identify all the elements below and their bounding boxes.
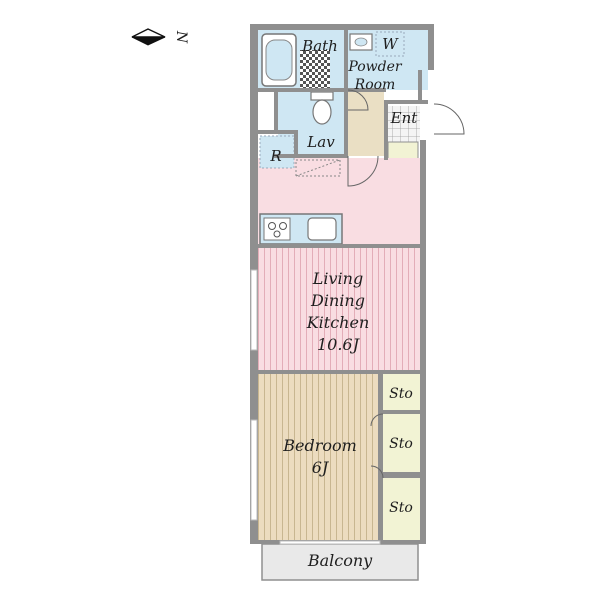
room-label-ldk: Kitchen: [306, 313, 370, 332]
room-label-balcony: Balcony: [307, 551, 373, 570]
compass: N: [131, 28, 189, 46]
stove-burner: [268, 222, 276, 230]
compass-arrow-icon: [131, 28, 166, 38]
room-label-washer: W: [382, 35, 399, 53]
room-label-bath: Bath: [301, 37, 338, 55]
ldk-floor: [258, 248, 420, 370]
room-label-refrigerator: R: [269, 147, 281, 165]
compass-arrow-fill: [131, 36, 166, 46]
kitchen-sink: [307, 217, 337, 241]
toilet-bowl: [312, 99, 332, 125]
room-label-entrance: Ent: [390, 109, 419, 127]
door-swings: [347, 89, 465, 479]
room-label-bedroom-size: 6J: [312, 458, 330, 477]
room-label-ldk-size: 10.6J: [317, 335, 361, 354]
bathtub-inner: [265, 39, 293, 81]
storage-3-floor: [383, 478, 420, 542]
room-label-storage: Sto: [389, 386, 413, 402]
room-label-bedroom: Bedroom: [282, 436, 357, 455]
stove: [263, 217, 291, 241]
toilet-tank: [310, 91, 334, 101]
stove-burner: [279, 222, 287, 230]
room-label-powder-room: Powder: [347, 59, 403, 75]
washer-slot: [375, 31, 405, 57]
stove-burner: [273, 230, 281, 238]
compass-label: N: [173, 30, 189, 44]
room-label-lavatory: Lav: [306, 133, 335, 151]
bedroom-floor: [258, 374, 380, 542]
storage-2-floor: [383, 414, 420, 472]
windows: [250, 269, 381, 545]
room-label-storage: Sto: [389, 500, 413, 516]
washbasin-bowl: [354, 37, 368, 47]
hall-floor: [348, 90, 384, 156]
storage-1-floor: [383, 374, 420, 412]
room-label-ldk: Living: [312, 269, 363, 288]
room-label-powder-room: Room: [354, 77, 396, 93]
room-label-storage: Sto: [389, 436, 413, 452]
range-hood-outline: [295, 159, 341, 177]
bath-tile-floor: [300, 50, 330, 90]
room-label-ldk: Dining: [310, 291, 365, 310]
entrance-floor: [386, 106, 420, 142]
